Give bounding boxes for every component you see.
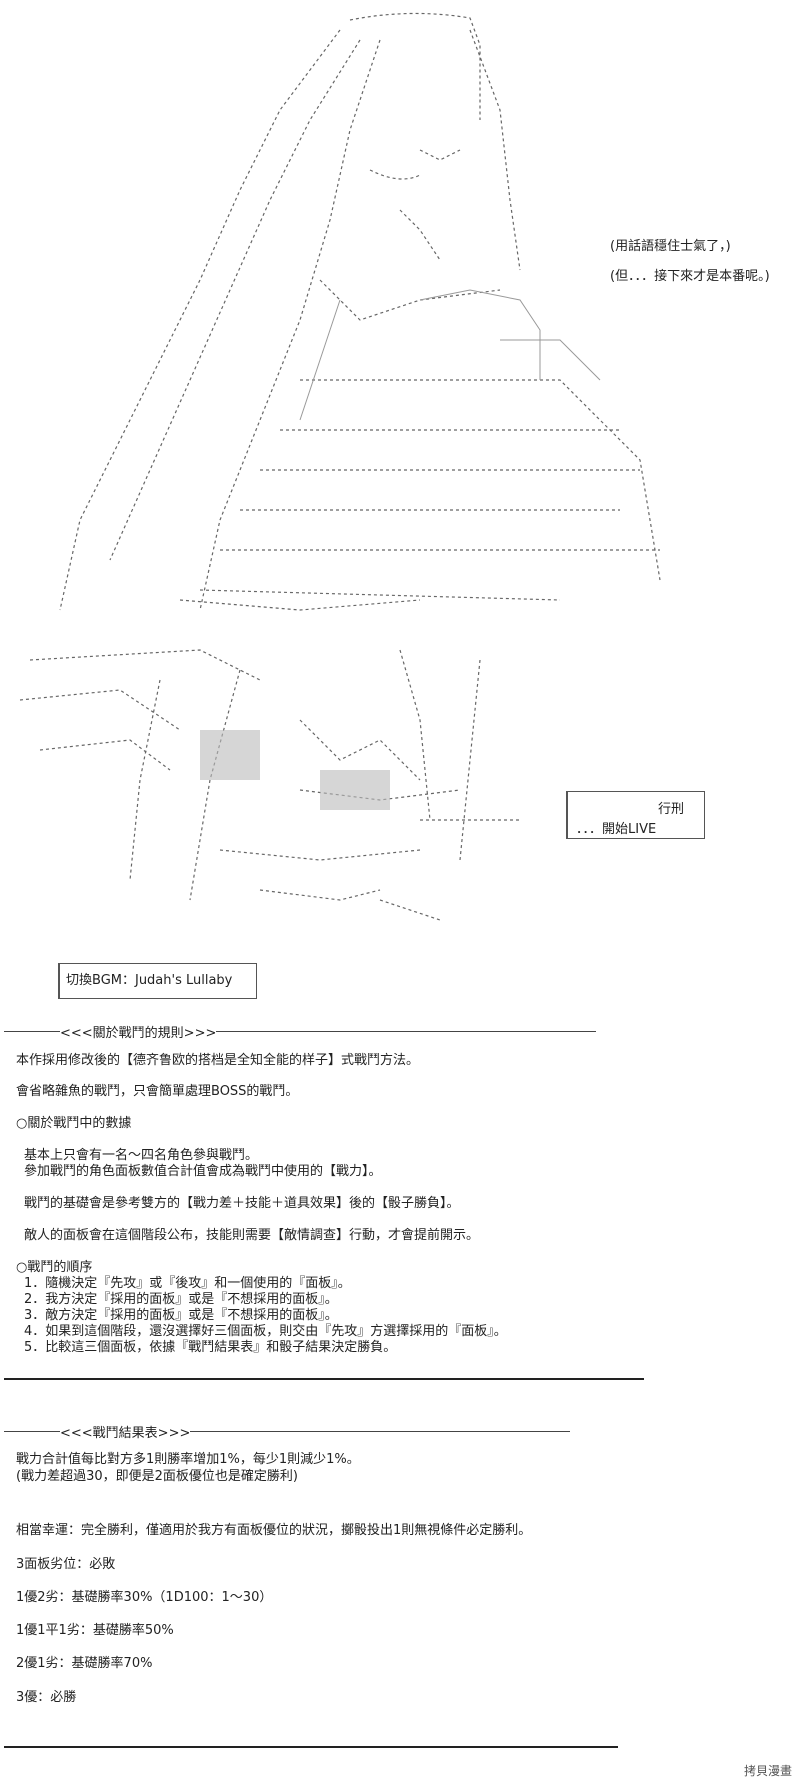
rules-sec1-line3: 戰鬥的基礎會是參考雙方的【戰力差＋技能＋道具效果】後的【骰子勝負】。 <box>24 1196 460 1211</box>
results-header: <<<戰鬥結果表>>> <box>4 1422 571 1441</box>
results-line-5: 1優2劣：基礎勝率30%（1D100：1～30） <box>16 1590 273 1605</box>
header-line-left <box>4 1031 60 1032</box>
divider-results-end <box>4 1746 618 1748</box>
results-line-8: 3優：必勝 <box>16 1690 77 1705</box>
results-line-4: 3面板劣位：必敗 <box>16 1557 116 1572</box>
results-line-6: 1優1平1劣：基礎勝率50% <box>16 1623 174 1638</box>
rules-p2: 會省略雜魚的戰鬥，只會簡單處理BOSS的戰鬥。 <box>16 1084 299 1099</box>
results-line-1: 戰力合計值每比對方多1則勝率增加1%，每少1則減少1%。 <box>16 1452 360 1467</box>
results-header-text: <<<戰鬥結果表>>> <box>60 1426 191 1441</box>
ascii-art-figure-closeup <box>19 649 520 921</box>
header-line-right <box>216 1031 597 1032</box>
header-line-right <box>190 1431 571 1432</box>
ascii-art-figure-hooded <box>59 12 661 611</box>
rules-sec1-line2: 參加戰鬥的角色面板數值合計值會成為戰鬥中使用的【戰力】。 <box>24 1164 382 1179</box>
dialogue-line-2: (但．．．接下來才是本番呢。) <box>610 269 770 284</box>
step-4: 4．如果到這個階段，還沒選擇好三個面板，則交由『先攻』方選擇採用的『面板』。 <box>24 1324 507 1339</box>
skill-box: 行刑 ．．．開始LIVE <box>566 791 705 839</box>
rules-sec1-line1: 基本上只會有一名～四名角色參與戰鬥。 <box>24 1148 259 1163</box>
results-line-2: (戰力差超過30，即便是2面板優位也是確定勝利) <box>16 1469 298 1484</box>
skill-box-line-1: 行刑 <box>657 802 684 817</box>
step-1: 1．隨機決定『先攻』或『後攻』和一個使用的『面板』。 <box>24 1276 351 1291</box>
dialogue-line-1: (用話語穩住士氣了，) <box>610 239 731 254</box>
rules-header: <<<關於戰鬥的規則>>> <box>4 1022 597 1041</box>
rules-p1: 本作採用修改後的【德齐鲁欧的搭档是全知全能的样子】式戰鬥方法。 <box>16 1053 420 1068</box>
results-line-3: 相當幸運：完全勝利，僅適用於我方有面板優位的狀況，擲骰投出1則無視條件必定勝利。 <box>16 1523 532 1538</box>
rules-sec1-title: ○關於戰鬥中的數據 <box>16 1116 132 1131</box>
divider-rules-end <box>4 1378 644 1380</box>
step-2: 2．我方決定『採用的面板』或是『不想採用的面板』。 <box>24 1292 338 1307</box>
step-5: 5．比較這三個面板，依據『戰鬥結果表』和骰子結果決定勝負。 <box>24 1340 397 1355</box>
rules-sec2-title: ○戰鬥的順序 <box>16 1260 93 1275</box>
bgm-box: 切換BGM：Judah's Lullaby <box>58 963 257 999</box>
watermark: 拷貝漫畫 <box>743 1764 792 1778</box>
header-line-left <box>4 1431 60 1432</box>
results-line-7: 2優1劣：基礎勝率70% <box>16 1656 153 1671</box>
step-3: 3．敵方決定『採用的面板』或是『不想採用的面板』。 <box>24 1308 338 1323</box>
bgm-text: 切換BGM：Judah's Lullaby <box>66 973 233 988</box>
rules-header-text: <<<關於戰鬥的規則>>> <box>60 1026 217 1041</box>
skill-box-line-2: ．．．開始LIVE <box>576 822 657 837</box>
rules-sec1-line4: 敵人的面板會在這個階段公布，技能則需要【敵情調查】行動，才會提前開示。 <box>24 1228 480 1243</box>
